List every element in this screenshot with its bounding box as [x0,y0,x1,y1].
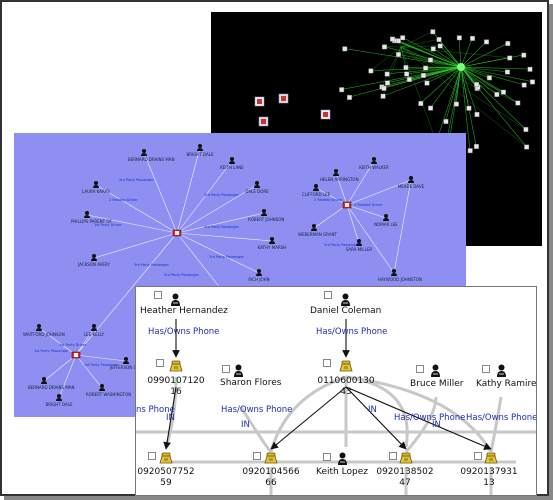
blue-link-label: 1st Party Passenger [34,349,69,353]
phone-link-graph [136,319,536,495]
link-label: IN [432,420,441,430]
blue-node-label: BRIGHT DALE [45,402,73,407]
link-label: Has/Owns Phone [316,327,388,337]
person-icon[interactable] [340,293,351,306]
phone-count: 43 [340,387,352,397]
phone-number: 0110600130 [317,376,375,386]
blue-link-label: 3rd Party Passenger [164,273,199,277]
expand-icon[interactable] [154,291,162,299]
expand-icon[interactable] [323,359,331,367]
blue-link-label: 2 Related Driver [354,203,383,207]
phone-count: 13 [483,478,495,488]
person-icon[interactable] [233,364,244,377]
person-label-heather: Heather Hernandez [140,306,228,316]
blue-node-label: BRIGHT DALE [186,152,214,157]
expand-icon[interactable] [389,452,397,460]
expand-icon[interactable] [222,365,230,373]
phone-number: 0990107120 [147,376,205,386]
phone-number: 0920138502 [376,467,434,477]
expand-icon[interactable] [156,359,164,367]
expand-icon[interactable] [323,453,331,461]
blue-node-label: KATHY MARSH [257,245,287,250]
blue-link-label: 1st Party Driver [94,223,122,227]
blue-node-label: BERNARD DRAINS MAN [128,157,175,162]
blue-node-label: MEADE DAVE [397,184,425,189]
expand-icon[interactable] [416,365,424,373]
phone-icon[interactable] [169,360,183,372]
blue-link-label: 3rd Party Passenger [324,243,359,247]
person-label-keith: Keith Lopez [316,467,368,477]
phone-number: 0920137931 [460,467,518,477]
expand-icon[interactable] [474,452,482,460]
link-label: Has/Owns Phone [466,413,537,423]
blue-node-label: ROBERT WASHINGTON [86,392,132,397]
blue-node-label: JEFFERSON OWEN [110,365,147,370]
blue-link-label: 3rd Party Passenger [204,193,239,197]
blue-node-label: CLIFFORD LEE [301,192,331,197]
blue-node-label: WEBERMAN GRANT [298,232,337,237]
blue-node-label: PHILLIPS PARENT OF [71,219,112,224]
person-icon[interactable] [430,364,441,377]
expand-icon[interactable] [482,365,490,373]
phone-icon[interactable] [159,452,173,464]
phone-count: 59 [160,478,172,488]
blue-node-label: RICH JOHN [248,277,270,282]
link-label: IN [241,420,250,430]
link-label: ns Phone [136,405,175,415]
person-icon[interactable] [170,293,181,306]
blue-link-label: 2 Related Driver [109,198,138,202]
phone-number: 0920104566 [242,467,300,477]
link-label: Has/Owns Phone [394,413,466,423]
person-label-kathy: Kathy Ramirez [476,379,537,389]
person-label-sharon: Sharon Flores [220,378,282,388]
blue-link-label: 3rd Party Passenger [209,255,244,259]
person-icon[interactable] [496,364,507,377]
expand-icon[interactable] [324,291,332,299]
blue-node-label: KEITH LANE [220,165,244,170]
person-label-bruce: Bruce Miller [410,379,464,389]
blue-link-label: 1st Party Driver [59,343,87,347]
blue-node-label: HELEN ARRINGTON [320,177,359,182]
blue-link-label: 1st Party Passenger [84,363,119,367]
phone-count: 47 [399,478,411,488]
phone-number: 0920507752 [137,467,195,477]
link-label: IN [166,413,175,423]
link-label: Has/Owns Phone [148,327,220,337]
blue-node-label: KEITH WALKER [359,165,389,170]
blue-node-label: NOMAR LEE [374,222,398,227]
expand-icon[interactable] [253,452,261,460]
phone-count: 16 [170,387,182,397]
link-label: IN [368,405,377,415]
phone-icon[interactable] [484,452,498,464]
blue-link-label: 3rd Party Passenger [204,225,239,229]
blue-link-label: 3rd Party Passenger [134,263,169,267]
person-icon[interactable] [337,452,348,465]
phone-icon[interactable] [399,452,413,464]
blue-link-label: 2 Related Driver [314,198,343,202]
blue-node-label: WAITFORD JOHNSON [23,332,65,337]
person-label-daniel: Daniel Coleman [310,306,382,316]
phone-icon[interactable] [339,360,353,372]
blue-node-label: LAURA KARAS [82,189,110,194]
blue-node-label: SARA MILLER [345,247,373,252]
blue-node-label: LEE KELLY [83,332,105,337]
expand-icon[interactable] [148,452,156,460]
blue-node-label: JACKSON AVERY [78,262,110,267]
blue-node-label: BERNARD DRAINS MAN [28,385,75,390]
blue-node-label: DALE DORE [245,189,269,194]
blue-link-label: 3rd Party Passenger [119,178,154,182]
blue-node-label: ROBERT JOHNSON [248,217,285,222]
phone-icon[interactable] [264,452,278,464]
dark-network-graph [254,29,535,159]
link-label: Has/Owns Phone [221,405,293,415]
blue-node-label: HAYWOOD JOHNSTON [378,277,422,282]
phone-link-panel[interactable]: Heather Hernandez Daniel Coleman Sharon … [135,286,537,496]
phone-count: 66 [265,478,277,488]
